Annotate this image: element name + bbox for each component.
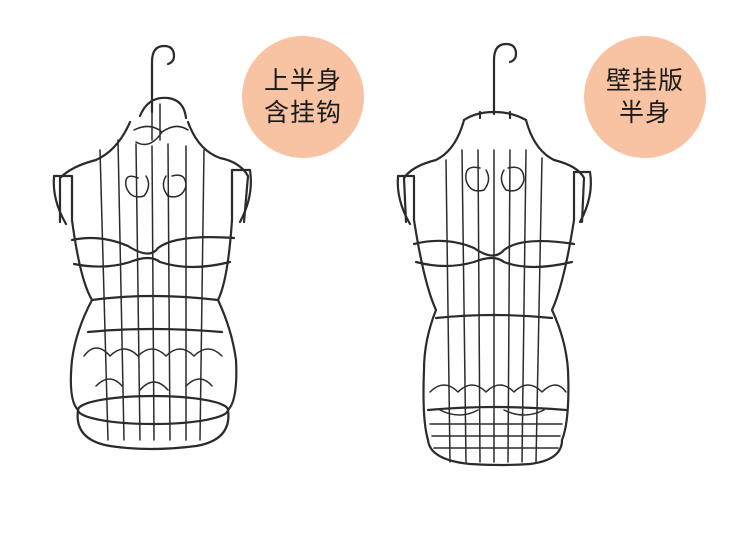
badge-left-line2: 含挂钩 <box>263 98 342 127</box>
badge-right-line2: 半身 <box>618 98 671 127</box>
badge-right-line1: 壁挂版 <box>605 66 684 95</box>
feature-badge-left: 上半身 含挂钩 <box>242 36 364 158</box>
feature-badge-right: 壁挂版 半身 <box>584 36 706 158</box>
badge-left-line1: 上半身 <box>263 66 342 95</box>
